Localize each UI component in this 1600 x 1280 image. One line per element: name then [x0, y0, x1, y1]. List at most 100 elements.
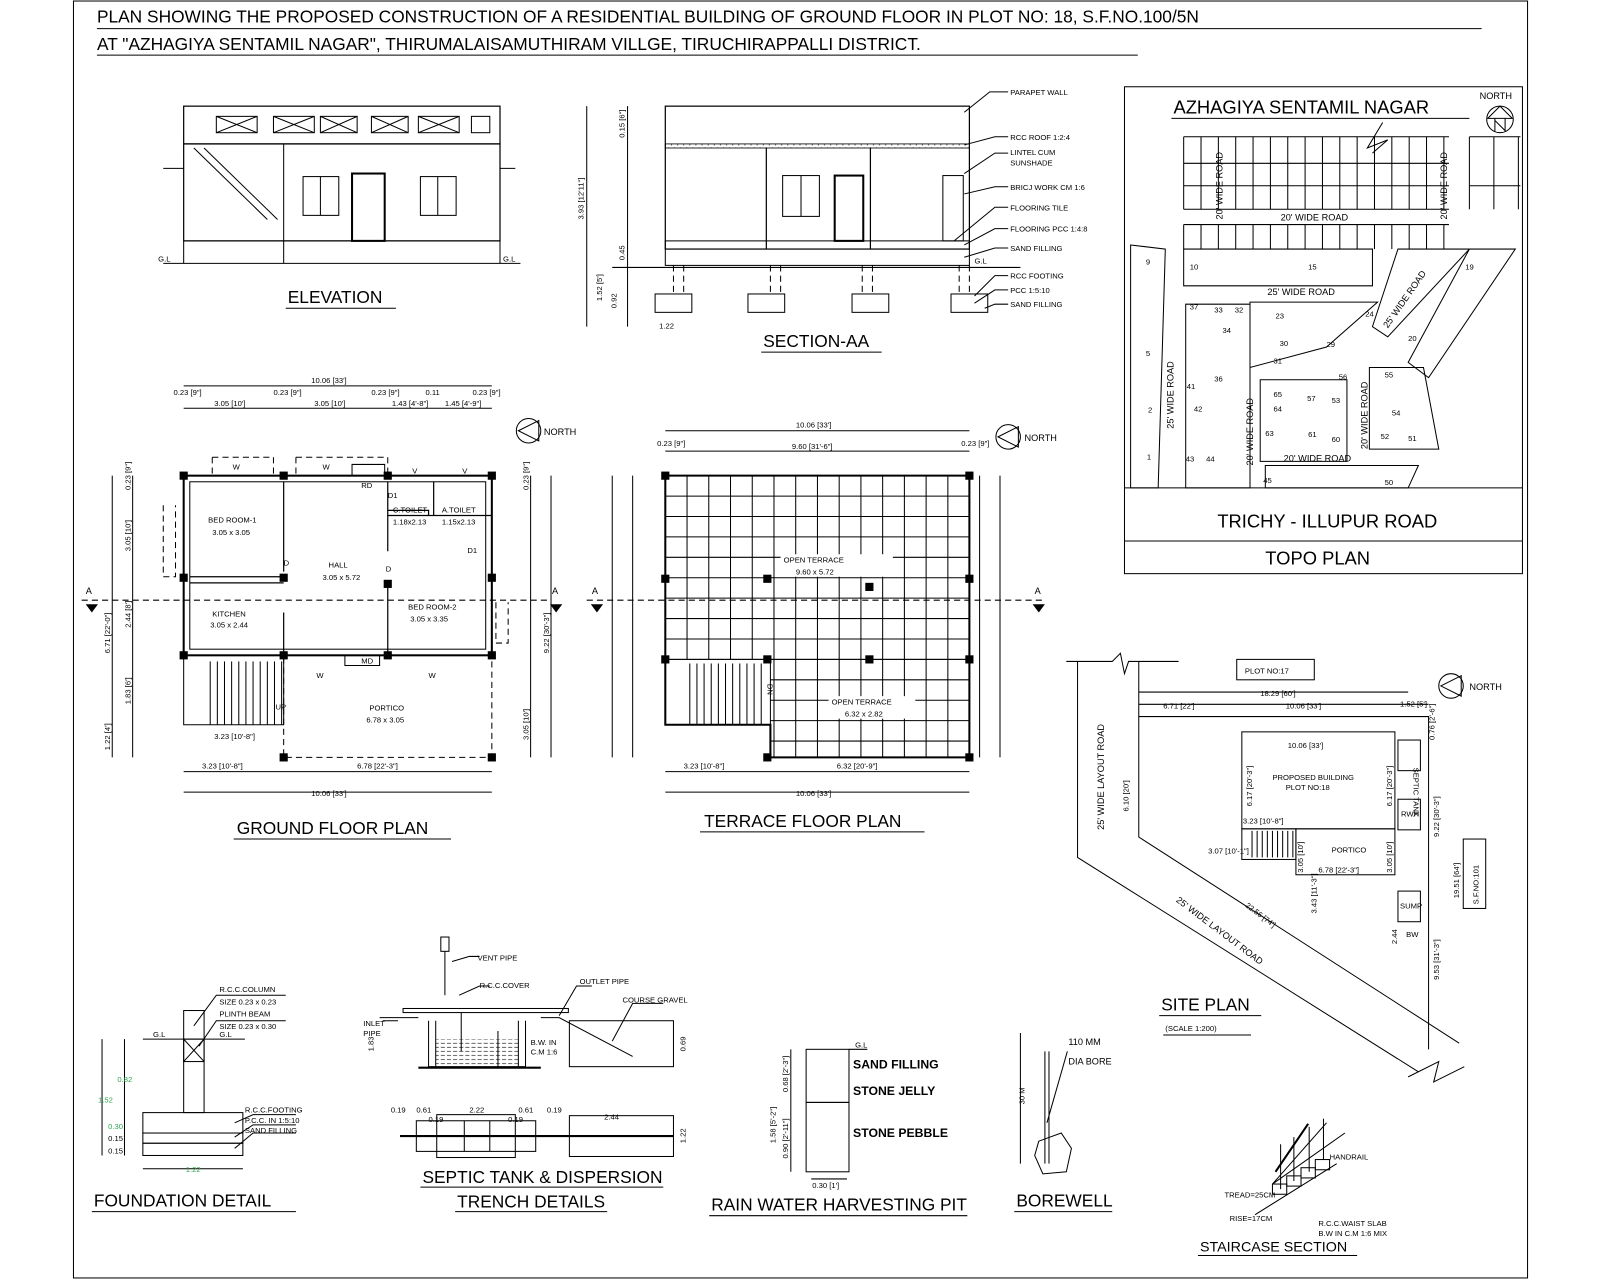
plot-number: 33: [1214, 305, 1222, 314]
foundation-callout: SIZE 0.23 x 0.30: [219, 1022, 276, 1031]
topo-north-label: NORTH: [1480, 91, 1512, 101]
door-tag: D: [386, 565, 392, 574]
room-size: 3.05 x 3.05: [212, 528, 250, 537]
topo-road: 20' WIDE ROAD: [1245, 398, 1255, 466]
plot-number: 57: [1307, 394, 1315, 403]
dim-text: 0.23 [9"]: [173, 388, 201, 397]
dim-text: 3.05 [10']: [214, 399, 245, 408]
plot-18-label: PLOT NO:18: [1286, 783, 1330, 792]
dim-text: 1.22: [186, 1165, 201, 1174]
plot-17-label: PLOT NO:17: [1245, 667, 1289, 676]
section-callout: SAND FILLING: [1010, 244, 1062, 253]
dim-text: 9.60 [31'-6"]: [792, 442, 833, 451]
dim-text: 6.71 [22'-0"]: [103, 613, 112, 654]
staircase-section: HANDRAIL TREAD=25CM RISE=17CM R.C.C.WAIS…: [1224, 1118, 1387, 1238]
dim-text: 3.23 [10'-8"]: [1243, 817, 1284, 826]
dim-text: 1.43 [4'-8"]: [392, 399, 428, 408]
terrace-area-size: 9.60 x 5.72: [796, 568, 834, 577]
door-tag: D: [284, 558, 290, 567]
site-plan-scale: (SCALE 1:200): [1165, 1024, 1217, 1033]
rwh-gl: G.L: [855, 1040, 867, 1049]
dim-text: 1.83: [366, 1036, 375, 1051]
plot-number: 19: [1465, 262, 1473, 271]
north-arrow-icon: [995, 424, 1021, 450]
staircase-callout: RISE=17CM: [1230, 1214, 1273, 1223]
elevation-gl-right: G.L: [503, 254, 515, 263]
elevation-gl-left: G.L: [158, 254, 170, 263]
foundation-gl: G.L: [219, 1030, 231, 1039]
topo-road: 20' WIDE ROAD: [1359, 381, 1369, 449]
borewell-depth: 30 M: [1017, 1087, 1026, 1104]
septic-callout: OUTLET PIPE: [580, 977, 630, 986]
dim-text: 0.19: [508, 1115, 523, 1124]
section-mark-left: A: [592, 586, 599, 596]
rwh-layer: STONE JELLY: [853, 1084, 935, 1098]
foundation-callout: R.C.C.FOOTING: [245, 1106, 303, 1115]
dim-text: 6.78 [22'-3"]: [357, 762, 398, 771]
dim-text: 3.23 [10'-8"]: [214, 732, 255, 741]
section-dim: 0.45: [617, 245, 626, 260]
dim-text: 1.52: [98, 1095, 113, 1104]
terrace-floor-label: TERRACE FLOOR PLAN: [704, 811, 901, 831]
borewell-callout: 110 MM: [1068, 1037, 1100, 1047]
dim-text: 3.05 [10']: [1385, 842, 1394, 873]
dim-text: 0.15: [108, 1146, 123, 1155]
dim-text: 9.22 [30'-3"]: [542, 613, 551, 654]
vent-tag: V: [462, 467, 468, 476]
staircase-label: STAIRCASE SECTION: [1200, 1239, 1347, 1255]
staircase-callout: R.C.C.WAIST SLAB: [1318, 1219, 1386, 1228]
section-callout: SAND FILLING: [1010, 300, 1062, 309]
plot-number: 60: [1332, 435, 1340, 444]
topo-road: 20' WIDE ROAD: [1281, 212, 1349, 222]
dim-text: 1.52 [5']: [1400, 699, 1427, 708]
plot-number: 50: [1385, 478, 1393, 487]
road-left-label: 25' WIDE LAYOUT ROAD: [1096, 724, 1106, 830]
topo-plan-label: TOPO PLAN: [1265, 547, 1370, 568]
plot-number: 56: [1339, 373, 1347, 382]
dim-text: 3.43 [11'-3"]: [1309, 873, 1318, 913]
dim-text: 9.22 [30'-3"]: [1432, 796, 1441, 837]
room-name: HALL: [329, 561, 348, 570]
foundation-gl: G.L: [153, 1030, 165, 1039]
section-callout: FLOORING PCC 1:4:8: [1010, 225, 1087, 234]
dim-text: 10.06 [33']: [311, 789, 346, 798]
plot-number: 34: [1222, 326, 1231, 335]
plot-number: 42: [1194, 404, 1202, 413]
section-callout: LINTEL CUM: [1010, 148, 1055, 157]
septic-callout: PIPE: [363, 1029, 380, 1038]
plot-number: 1: [1147, 452, 1151, 461]
window-tag: W: [429, 671, 437, 680]
plot-number: 41: [1187, 382, 1195, 391]
rain-water-harvesting-pit: G.L SAND FILLING STONE JELLY STONE PEBBL…: [769, 1040, 948, 1190]
section-mark-left: A: [86, 586, 93, 596]
topo-title: AZHAGIYA SENTAMIL NAGAR: [1173, 96, 1429, 117]
dim-text: 0.23 [9"]: [657, 439, 685, 448]
dim-text: 1.22: [679, 1128, 688, 1143]
plot-number: 45: [1263, 476, 1271, 485]
foundation-label: FOUNDATION DETAIL: [94, 1191, 272, 1211]
ground-floor-plan: A A BED ROOM-1 3.05 x 3.05 HALL 3.05 x 5…: [81, 376, 576, 798]
septic-tag: SEPTIC TANK: [1411, 768, 1420, 818]
topo-road: 20' WIDE ROAD: [1439, 152, 1449, 220]
dim-text: 0.69: [679, 1036, 688, 1051]
dim-text: 0.82: [117, 1075, 132, 1084]
door-tag: RD: [361, 481, 373, 490]
north-arrow-icon: [1438, 673, 1464, 699]
plot-number: 29: [1327, 340, 1335, 349]
septic-callout: C.M 1:6: [531, 1047, 558, 1056]
dim-text: 6.71 [22']: [1163, 701, 1194, 710]
room-size: 3.05 x 2.44: [210, 621, 249, 630]
room-size: 1.18x2.13: [393, 518, 427, 527]
dim-text: 9.53 [31'-3"]: [1432, 939, 1441, 980]
section-dim: 1.22: [659, 322, 674, 331]
north-arrow-icon: [515, 417, 542, 444]
dim-text: 2.44: [1390, 929, 1399, 945]
dim-text: 3.07 [10'-1"]: [1208, 846, 1249, 855]
window-tag: W: [233, 463, 241, 472]
plot-number: 64: [1273, 404, 1282, 413]
dim-text: 6.32 [20'-9"]: [837, 762, 878, 771]
section-dim: 1.52 [5']: [595, 274, 604, 301]
door-tag: D1: [467, 546, 477, 555]
plot-number: 63: [1265, 429, 1273, 438]
foundation-callout: PLINTH BEAM: [219, 1010, 270, 1019]
